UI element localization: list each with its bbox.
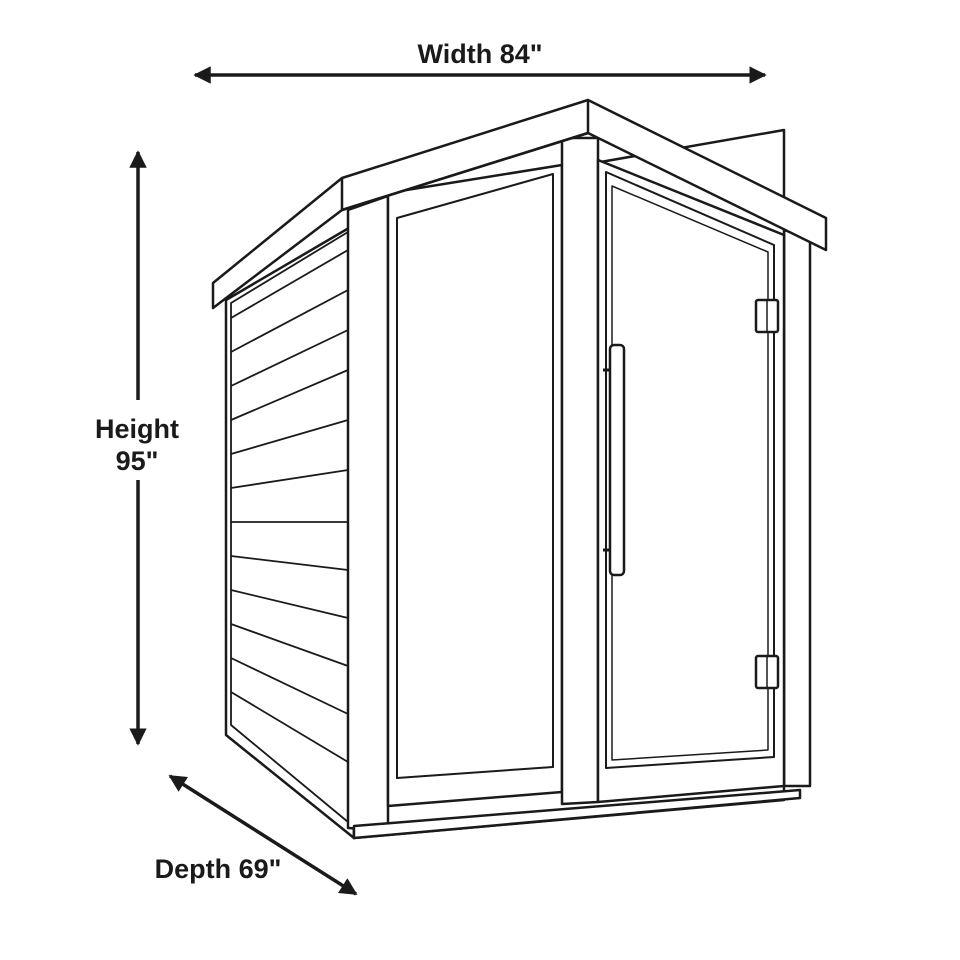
height-label: Height 95" <box>62 413 212 477</box>
base <box>352 788 802 840</box>
height-label-value: 95" <box>115 446 159 476</box>
shed <box>211 98 828 840</box>
width-label: Width 84" <box>417 39 543 69</box>
hinge-top <box>754 298 780 334</box>
corner-post <box>346 194 390 832</box>
depth-label: Depth 69" <box>154 854 282 884</box>
center-mullion <box>560 136 600 806</box>
door-inner <box>605 171 775 769</box>
depth-arrow <box>168 774 358 896</box>
door-handle <box>603 343 626 577</box>
roof <box>211 98 828 310</box>
front-right-post <box>782 228 812 788</box>
height-label-text: Height <box>95 414 179 444</box>
hinge-bottom <box>754 654 780 690</box>
side-wall <box>224 223 356 840</box>
fixed-panel-inner <box>396 173 554 779</box>
